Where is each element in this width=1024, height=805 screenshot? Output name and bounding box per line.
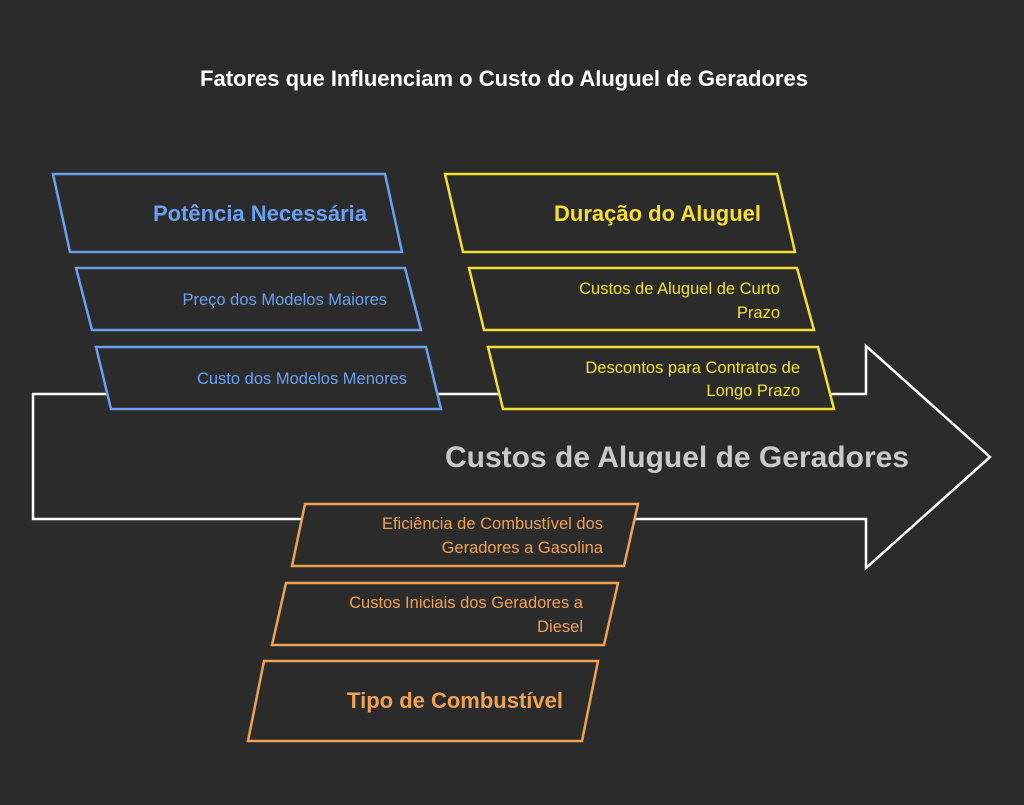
cause-box [94,345,443,411]
cause-label: Geradores a Gasolina [442,539,604,557]
category-duration-label: Duração do Aluguel [554,201,761,226]
cause-box [486,345,836,411]
cause-box [74,266,423,332]
spine-arrow [31,343,992,571]
category-power-label: Potência Necessária [153,201,368,226]
cause-label: Eficiência de Combustível dos [382,515,603,533]
category-power-box [51,172,404,254]
cause-label: Custos de Aluguel de Curto [579,280,780,298]
cause-box [467,266,816,332]
cause-label: Custo dos Modelos Menores [197,370,407,388]
cause-label: Longo Prazo [706,382,800,400]
category-duration-box [443,172,797,254]
cause-label: Prazo [737,304,780,322]
category-fuel-label: Tipo de Combustível [347,688,563,713]
cause-label: Preço dos Modelos Maiores [182,291,387,309]
category-fuel-box [246,659,600,743]
cause-box [270,581,620,647]
spine-label: Custos de Aluguel de Geradores [445,441,909,474]
cause-label: Descontos para Contratos de [585,359,800,377]
cause-label: Custos Iniciais dos Geradores a [349,594,584,612]
cause-box [290,502,640,568]
cause-label: Diesel [537,618,583,636]
diagram-title: Fatores que Influenciam o Custo do Alugu… [200,66,808,91]
